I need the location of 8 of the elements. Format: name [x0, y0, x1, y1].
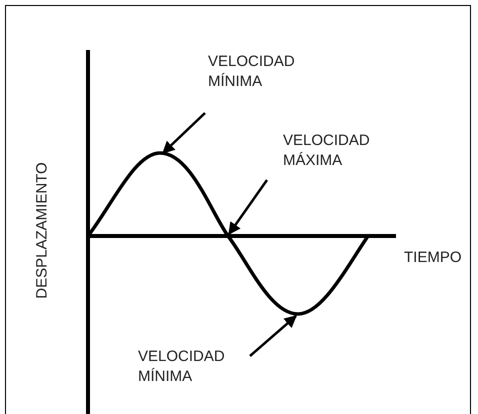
axis-label: DESPLAZAMIENTO	[34, 162, 51, 299]
axis-label: TIEMPO	[404, 249, 462, 266]
callout-text: VELOCIDAD MÍNIMA	[138, 347, 248, 387]
callout-text: VELOCIDAD MÍNIMA	[208, 52, 318, 92]
leader-line	[228, 179, 268, 236]
callout-text: VELOCIDAD MÁXIMA	[283, 131, 393, 171]
leader-line	[249, 315, 297, 357]
leader-line	[162, 112, 206, 154]
